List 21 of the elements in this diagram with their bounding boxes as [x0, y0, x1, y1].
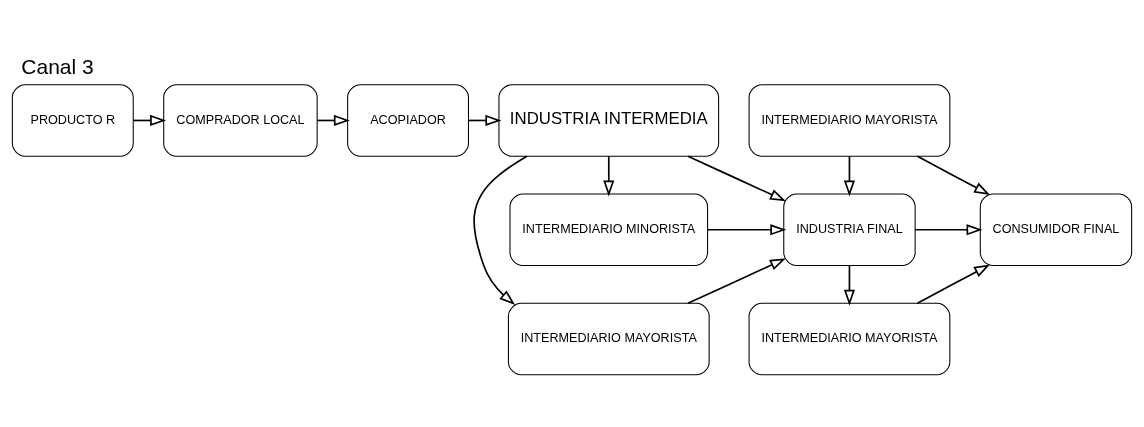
node-box: INDUSTRIA FINAL: [783, 193, 916, 266]
node-box: INDUSTRIA INTERMEDIA: [498, 83, 720, 157]
arrow: [916, 263, 991, 304]
arrow: [687, 154, 786, 201]
node-box: INTERMEDIARIO MINORISTA: [509, 193, 709, 266]
arrow: [843, 155, 856, 196]
arrow: [707, 223, 787, 235]
arrow: [914, 223, 983, 235]
node-box: INTERMEDIARIO MAYORISTA: [748, 302, 951, 375]
arrow: [916, 154, 991, 195]
node-box: COMPRADOR LOCAL: [163, 83, 318, 157]
node-box: INTERMEDIARIO MAYORISTA: [507, 302, 710, 375]
arrow: [473, 154, 528, 305]
arrow: [603, 155, 615, 196]
node-box: CONSUMIDOR FINAL: [979, 193, 1133, 266]
node-box: PRODUCTO R: [11, 83, 134, 157]
node-box: ACOPIADOR: [347, 83, 469, 157]
node-box: INTERMEDIARIO MAYORISTA: [748, 83, 951, 157]
diagram-title: Canal 3: [21, 54, 94, 78]
arrow: [687, 257, 786, 304]
arrow: [843, 264, 856, 306]
